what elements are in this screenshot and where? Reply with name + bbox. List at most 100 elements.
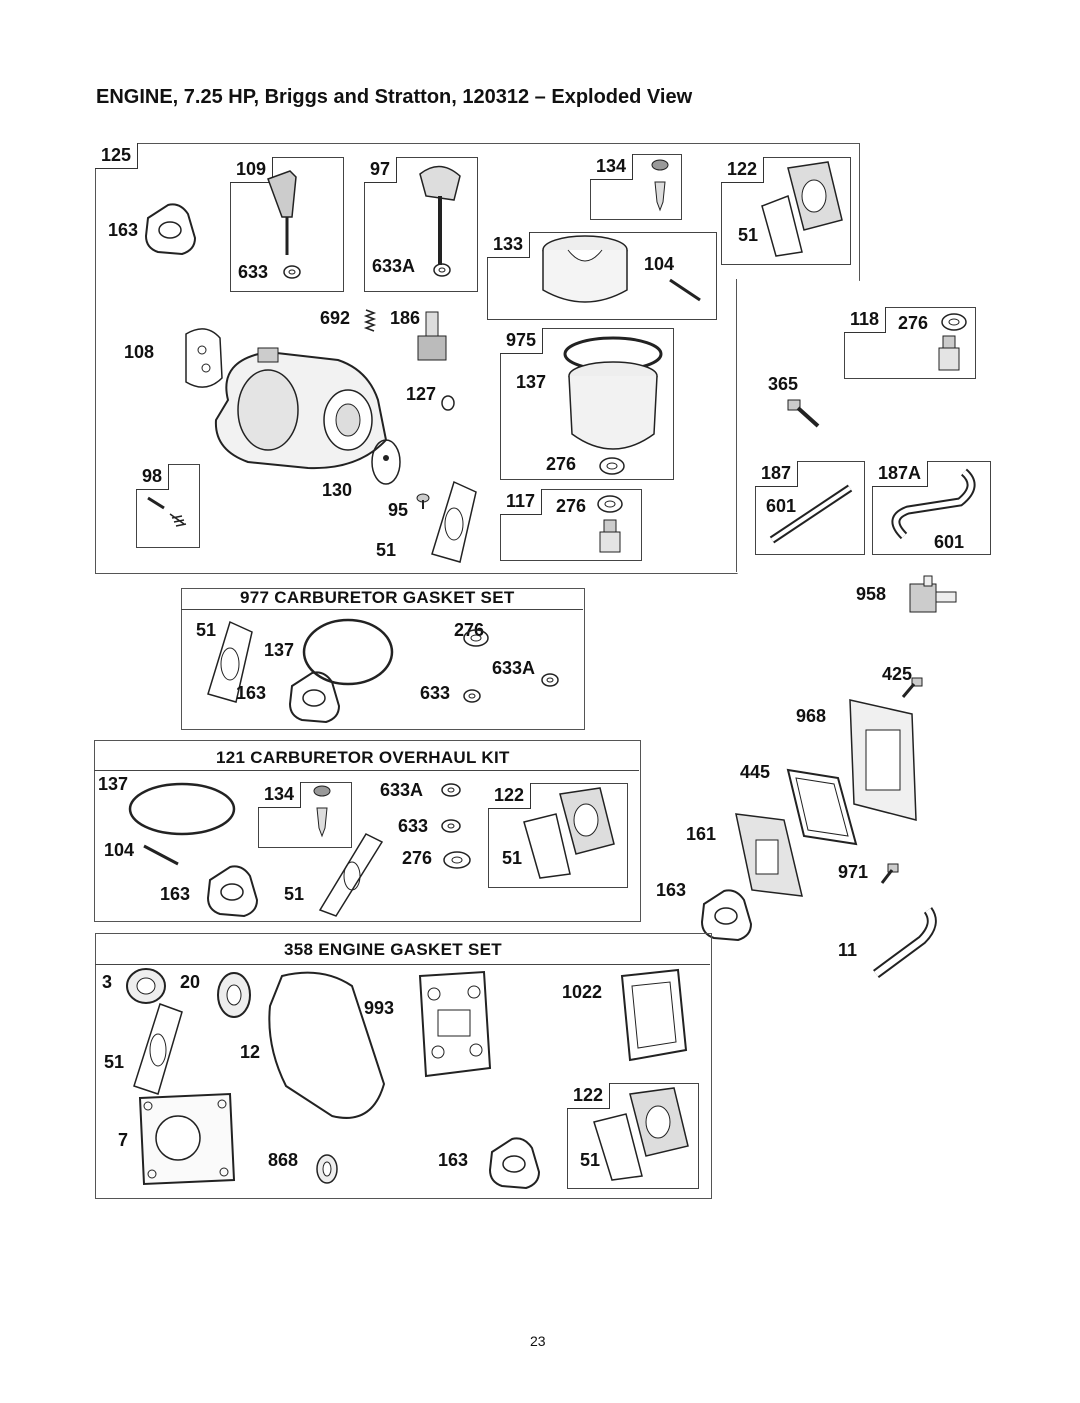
kit-977-frame [181,588,585,730]
float-pin-icon [143,844,179,866]
intake-spacer-icon [761,161,843,257]
carb-gasket-icon [185,328,223,388]
part-label-11: 11 [838,940,858,960]
crankcase-gasket-icon [268,971,386,1119]
part-label-425: 425 [882,664,913,684]
part-label-968: 968 [796,706,827,726]
part-label-51: 51 [284,884,305,904]
fuel-hose-icon [891,468,976,540]
bowl-gasket-icon [128,782,236,836]
part-label-1022: 1022 [562,982,603,1002]
part-label-993: 993 [364,998,395,1018]
kit-121-frame [94,740,641,922]
intake-gasket-icon [418,970,492,1078]
part-label-51: 51 [196,620,217,640]
screw-icon [901,677,923,698]
part-label-692: 692 [320,308,351,328]
washer-icon [599,457,625,475]
intake-spacer-icon [523,787,615,879]
float-pin-icon [669,278,701,302]
part-label-108: 108 [124,342,155,362]
washer-icon [443,851,471,869]
part-label-276: 276 [546,454,577,474]
throttle-plate-icon [371,439,401,485]
oil-seal-icon [126,968,166,1004]
choke-lever-icon [267,170,297,255]
idle-screw-icon [147,496,187,527]
fuel-valve-icon [909,575,957,613]
kit-121-title: 121 CARBURETOR OVERHAUL KIT [216,748,510,767]
part-label-276: 276 [556,496,587,516]
air-filter-icon [786,768,858,846]
kit-358-frame [95,933,712,1199]
part-label-633a: 633A [380,780,424,800]
part-label-3: 3 [102,972,113,992]
washer-icon [941,313,967,331]
box-tag-117: 117 [500,489,543,515]
part-label-163: 163 [438,1150,469,1170]
flange-gasket-icon [318,833,384,917]
part-label-51: 51 [376,540,397,560]
seal-ring-icon [463,689,481,703]
part-label-51: 51 [580,1150,601,1170]
part-label-633: 633 [420,683,451,703]
box-tag-122: 122 [488,783,532,809]
part-label-868: 868 [268,1150,299,1170]
inlet-needle-icon [651,159,669,212]
part-label-137: 137 [516,372,547,392]
air-cleaner-cover-icon [849,699,917,821]
bowl-gasket-icon [302,618,394,686]
seal-ring-icon [441,819,461,833]
part-label-161: 161 [686,824,717,844]
part-label-163: 163 [108,220,139,240]
kit-977-title: 977 CARBURETOR GASKET SET [240,588,515,607]
box-tag-118: 118 [844,307,887,333]
box-tag-97: 97 [364,157,398,183]
part-label-971: 971 [838,862,869,882]
seal-ring-icon [441,783,461,797]
part-label-276: 276 [402,848,433,868]
drain-plug-icon [938,335,960,371]
screw-icon [880,863,899,884]
part-label-130: 130 [322,480,353,500]
flange-gasket-icon [700,889,753,942]
assembly-tag-125: 125 [95,143,139,169]
part-label-633a: 633A [372,256,416,276]
washer-icon [597,495,623,513]
part-label-633a: 633A [492,658,536,678]
flange-gasket-icon [288,671,341,724]
box-tag-187: 187 [755,461,799,487]
part-label-104: 104 [104,840,135,860]
kit-358-title: 358 ENGINE GASKET SET [284,940,502,959]
head-gasket-icon [138,1092,236,1186]
page-number: 23 [530,1333,546,1349]
box-tag-134: 134 [590,154,634,180]
box-tag-187a: 187A [872,461,929,487]
box-tag-122: 122 [567,1083,611,1109]
box-tag-975: 975 [500,328,544,354]
air-cleaner-base-icon [735,813,803,897]
kit-977-divider [181,609,583,610]
fuel-line-icon [769,484,853,544]
part-label-958: 958 [856,584,887,604]
inlet-needle-icon [313,785,331,838]
spring-icon [363,309,377,332]
part-label-633: 633 [398,816,429,836]
seal-ring-icon [433,263,451,277]
box-tag-134: 134 [258,782,302,808]
part-label-127: 127 [406,384,437,404]
part-label-137: 137 [264,640,295,660]
flange-gasket-icon [431,480,477,563]
part-label-20: 20 [180,972,201,992]
part-label-633: 633 [238,262,269,282]
flange-gasket-icon [207,620,253,703]
fuel-fitting-icon [417,311,447,361]
box-tag-98: 98 [136,464,170,490]
float-bowl-icon [563,336,663,450]
float-icon [542,235,628,303]
part-label-51: 51 [502,848,523,868]
flange-gasket-icon [133,1003,183,1095]
part-label-137: 137 [98,774,129,794]
part-label-365: 365 [768,374,799,394]
flange-gasket-icon [206,865,259,918]
